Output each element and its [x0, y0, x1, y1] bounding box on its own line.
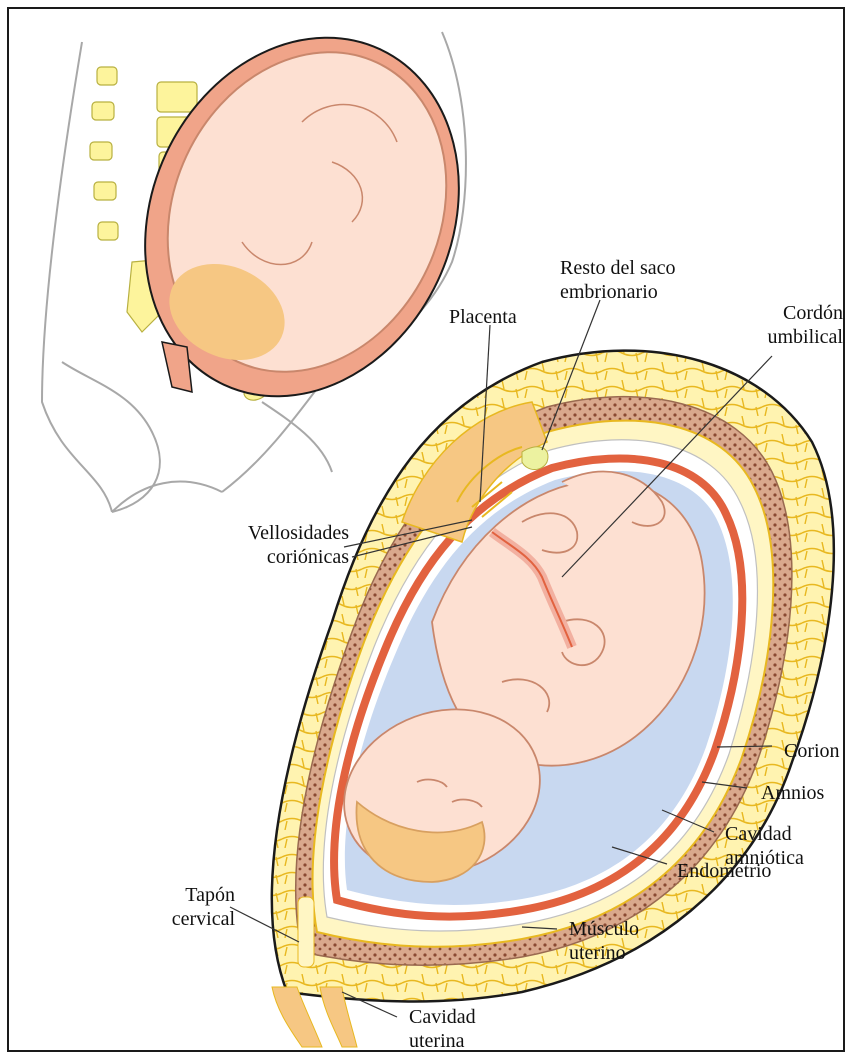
- label-resto-saco-line1: Resto del saco: [560, 256, 676, 280]
- label-corion-text: Corion: [784, 739, 840, 763]
- label-placenta: Placenta: [449, 305, 517, 329]
- label-endometrio: Endometrio: [677, 859, 771, 883]
- label-tapon-line1: Tapón: [131, 883, 235, 907]
- label-corion: Corion: [784, 739, 840, 763]
- label-vellosidades-line1: Vellosidades: [209, 521, 349, 545]
- label-vellosidades: Vellosidades coriónicas: [209, 521, 349, 569]
- label-musculo: Músculo uterino: [569, 917, 639, 965]
- label-tapon-line2: cervical: [131, 907, 235, 931]
- label-tapon: Tapón cervical: [131, 883, 235, 931]
- small-uterus: [88, 9, 516, 448]
- label-cavidad-amniotica-line1: Cavidad: [725, 822, 804, 846]
- figure-frame: Resto del saco embrionario Placenta Cord…: [7, 7, 845, 1052]
- label-cavidad-uterina: Cavidad uterina: [409, 1005, 476, 1052]
- label-resto-saco-line2: embrionario: [560, 280, 676, 304]
- label-cavidad-uterina-line2: uterina: [409, 1029, 476, 1052]
- label-cordon-line2: umbilical: [735, 325, 843, 349]
- label-cavidad-uterina-line1: Cavidad: [409, 1005, 476, 1029]
- label-musculo-line2: uterino: [569, 941, 639, 965]
- label-cordon: Cordón umbilical: [735, 301, 843, 349]
- label-placenta-text: Placenta: [449, 305, 517, 329]
- label-endometrio-text: Endometrio: [677, 859, 771, 883]
- label-resto-saco: Resto del saco embrionario: [560, 256, 676, 304]
- label-amnios: Amnios: [761, 781, 824, 805]
- label-vellosidades-line2: coriónicas: [209, 545, 349, 569]
- label-amnios-text: Amnios: [761, 781, 824, 805]
- label-cordon-line1: Cordón: [735, 301, 843, 325]
- label-musculo-line1: Músculo: [569, 917, 639, 941]
